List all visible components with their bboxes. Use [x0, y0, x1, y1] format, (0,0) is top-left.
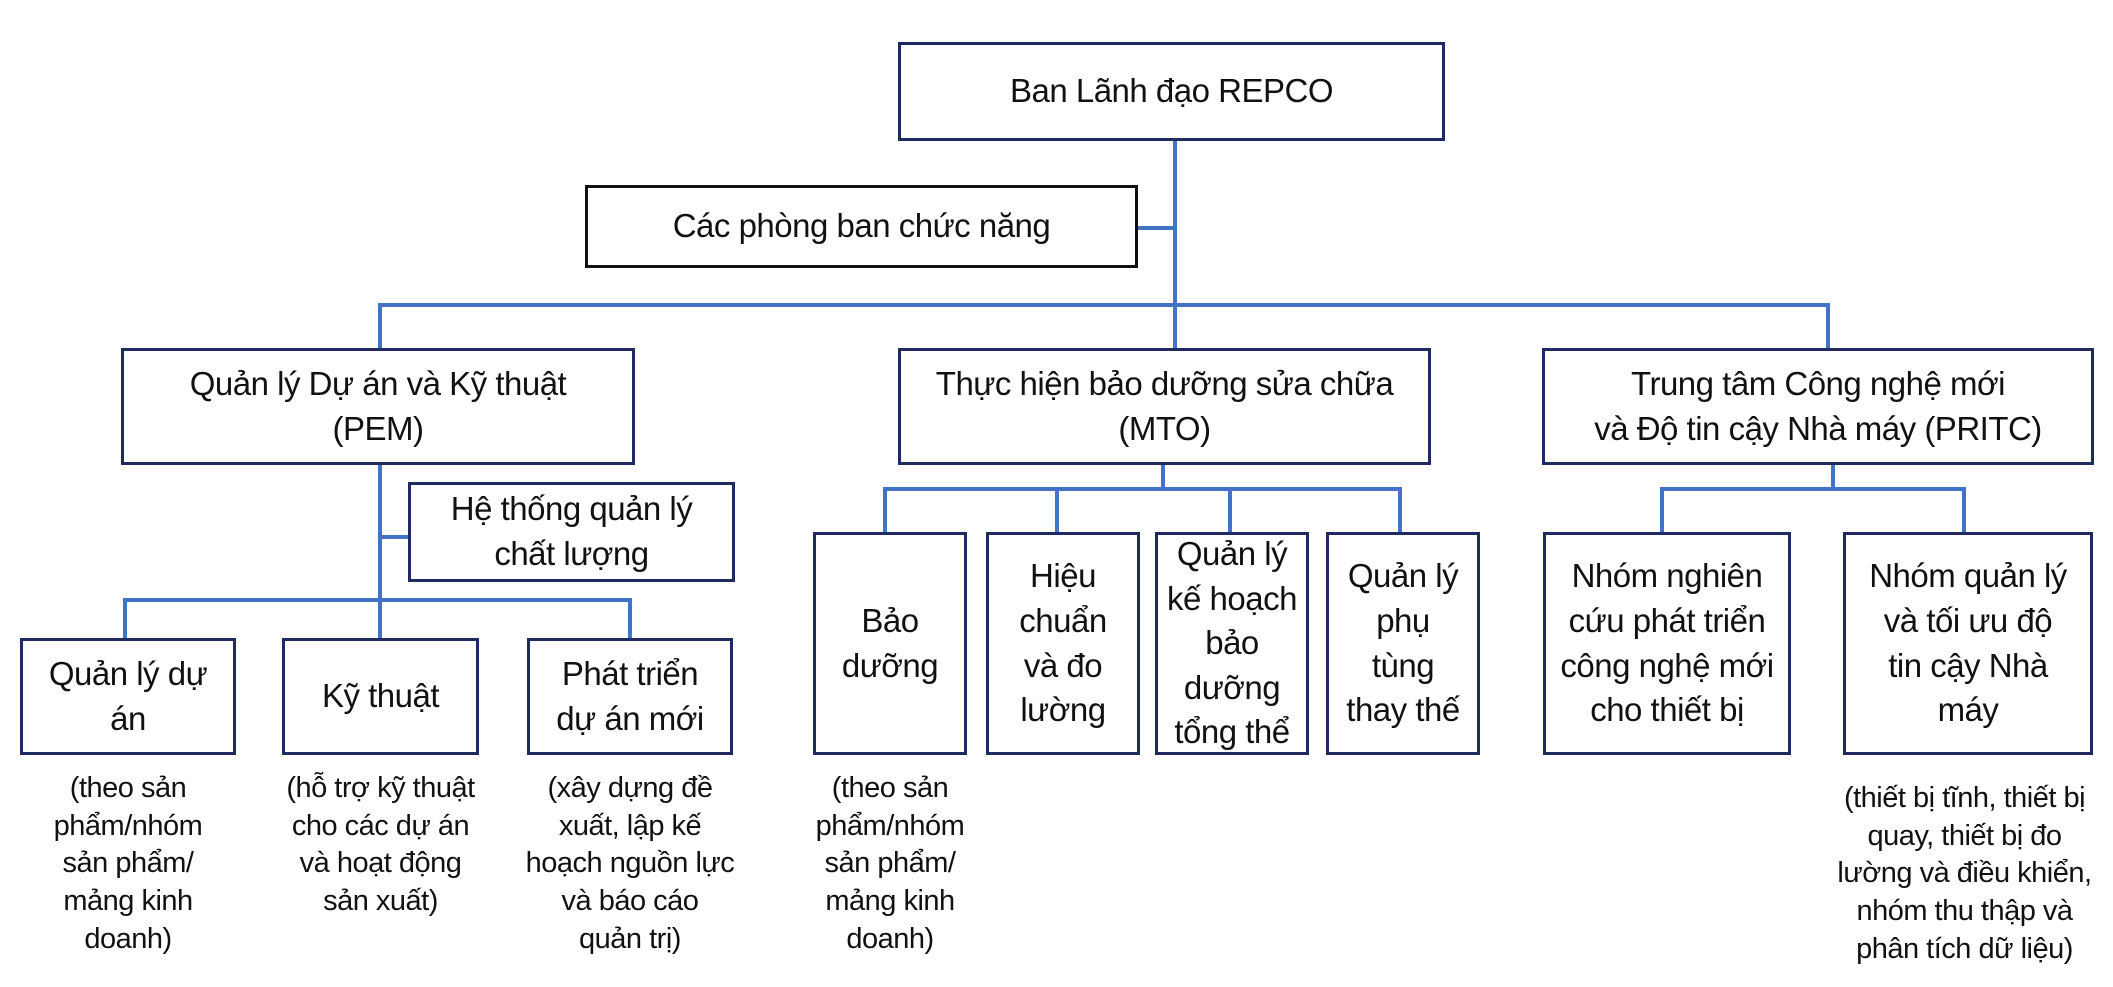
pem-engineering-box: Kỹ thuật — [282, 638, 479, 755]
mto-overall-maintenance-planning-box: Quản lý kế hoạch bảo dưỡng tổng thể — [1155, 532, 1309, 755]
pritc-technology-rnd-group-box: Nhóm nghiên cứu phát triển công nghệ mới… — [1543, 532, 1791, 755]
pem-project-management-note: (theo sản phẩm/nhóm sản phẩm/ mảng kinh … — [53, 772, 203, 955]
pem-engineering-note: (hỗ trợ kỹ thuật cho các dự án và hoạt đ… — [286, 772, 475, 918]
mto-spare-parts-management-box: Quản lý phụ tùng thay thế — [1326, 532, 1480, 755]
mto-calibration-measurement-box: Hiệu chuẩn và đo lường — [986, 532, 1140, 755]
mto-maintenance-note: (theo sản phẩm/nhóm sản phẩm/ mảng kinh … — [815, 772, 965, 955]
functional-departments-box: Các phòng ban chức năng — [585, 185, 1138, 268]
pem-project-management-box: Quản lý dự án — [20, 638, 236, 755]
quality-management-system-box: Hệ thống quản lý chất lượng — [408, 482, 735, 582]
division-pem-box: Quản lý Dự án và Kỹ thuật (PEM) — [121, 348, 635, 465]
pem-new-project-development-box: Phát triển dự án mới — [527, 638, 733, 755]
pem-new-project-development-note: (xây dựng đề xuất, lập kế hoạch nguồn lự… — [525, 772, 735, 955]
division-pritc-box: Trung tâm Công nghệ mới và Độ tin cậy Nh… — [1542, 348, 2094, 465]
division-mto-box: Thực hiện bảo dưỡng sửa chữa (MTO) — [898, 348, 1431, 465]
pritc-reliability-optimization-group-box: Nhóm quản lý và tối ưu độ tin cậy Nhà má… — [1843, 532, 2093, 755]
root-box-repco-leadership: Ban Lãnh đạo REPCO — [898, 42, 1445, 141]
mto-maintenance-box: Bảo dưỡng — [813, 532, 967, 755]
pritc-reliability-optimization-note: (thiết bị tĩnh, thiết bị quay, thiết bị … — [1837, 782, 2092, 965]
